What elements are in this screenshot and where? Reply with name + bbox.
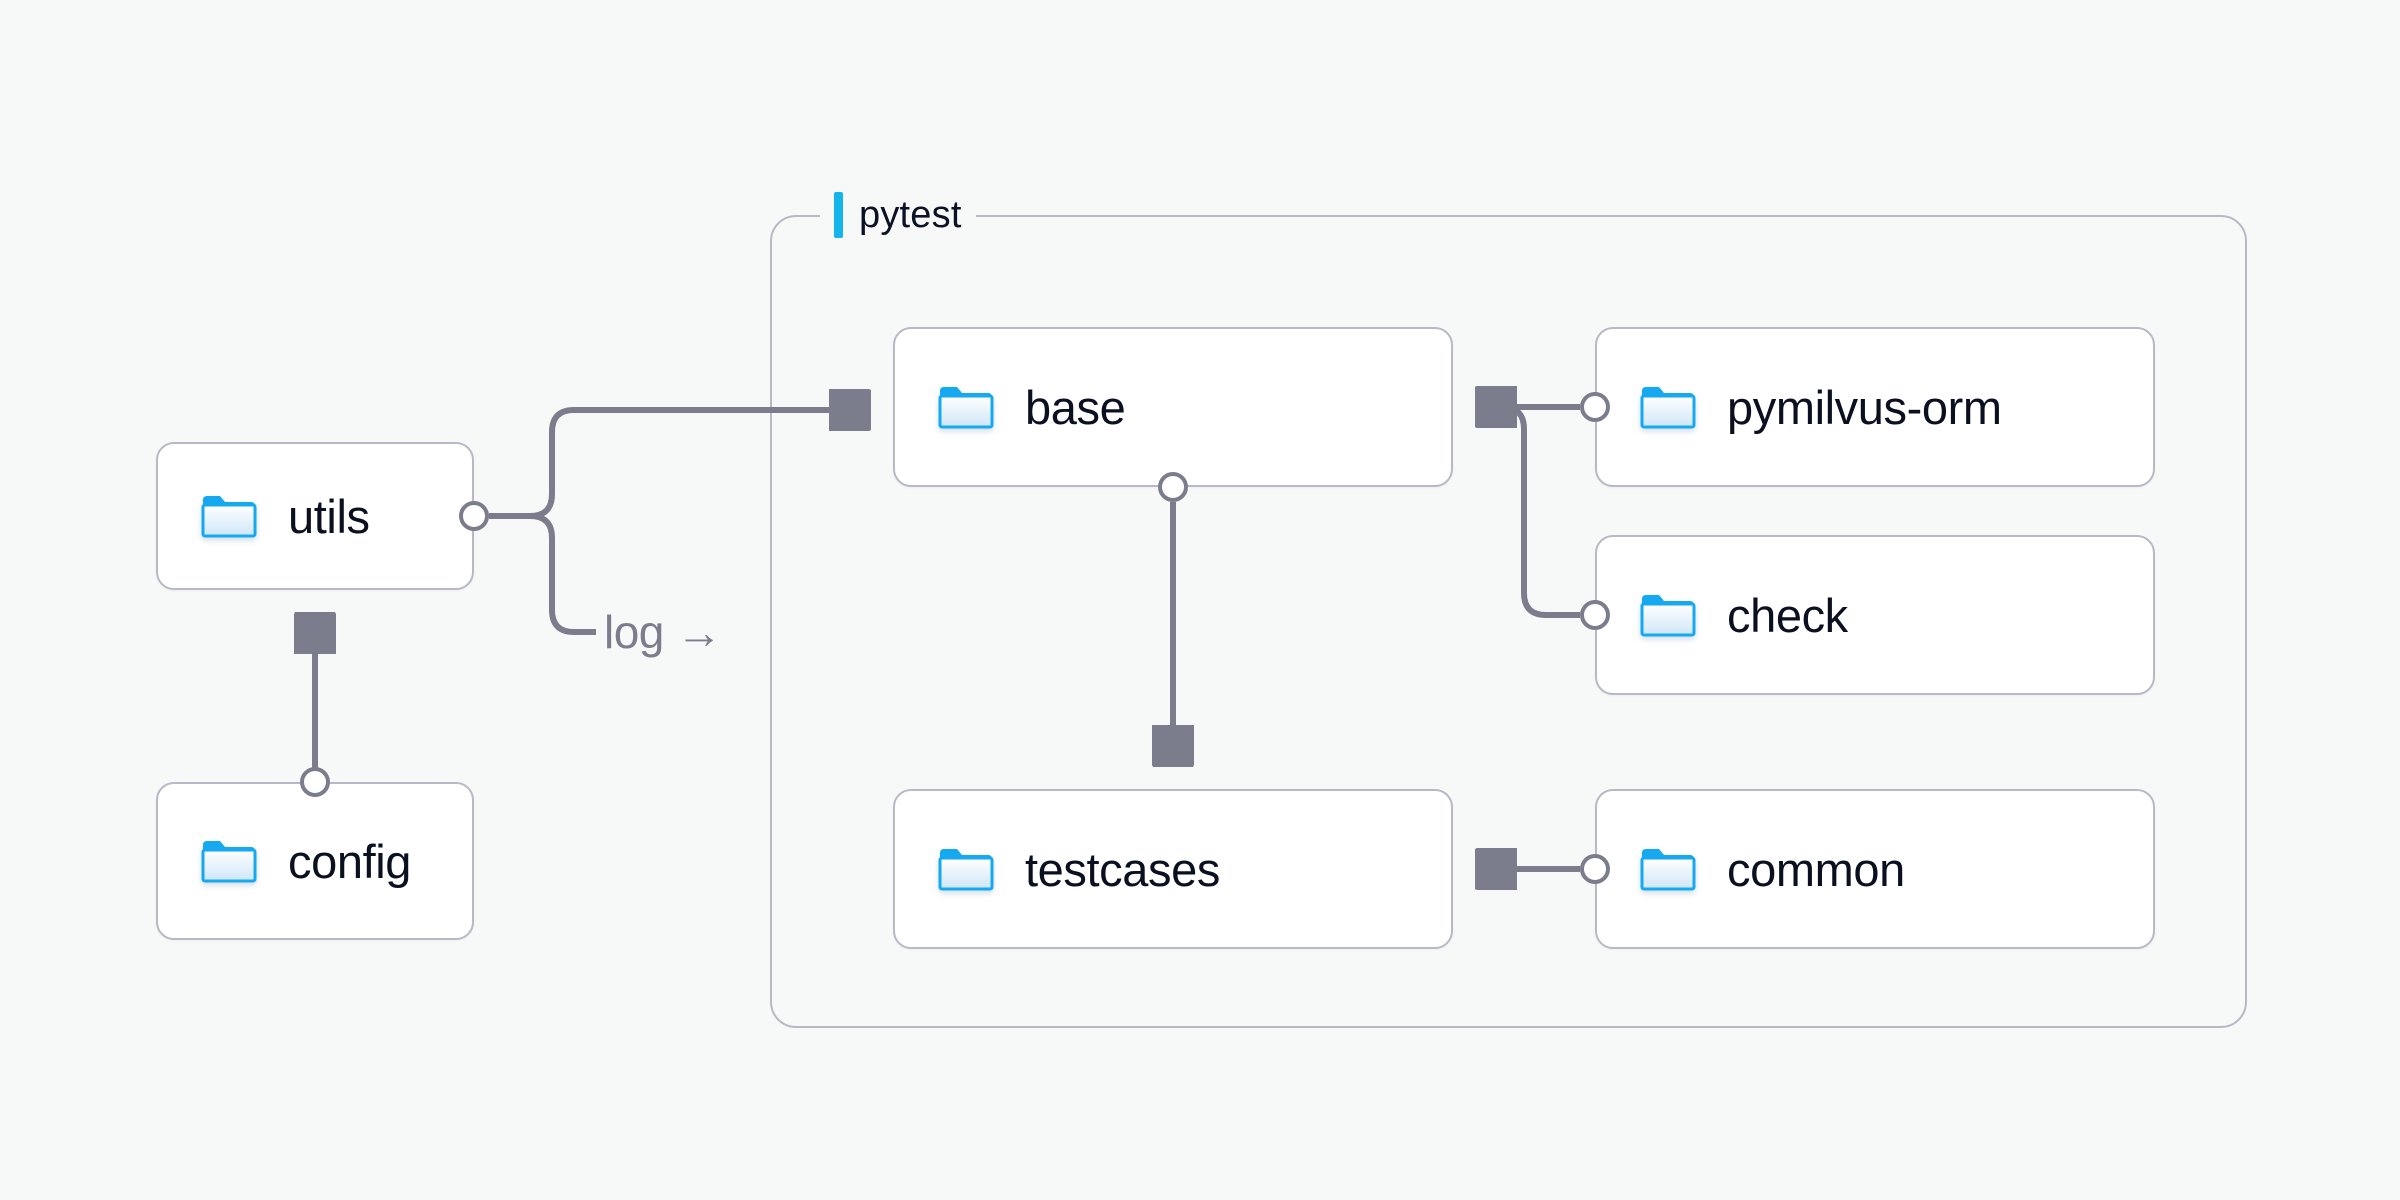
folder-icon xyxy=(1639,384,1697,430)
folder-icon xyxy=(200,493,258,539)
node-label-check: check xyxy=(1727,588,1848,642)
group-container-pytest[interactable] xyxy=(770,215,2247,1028)
node-label-testcases: testcases xyxy=(1025,842,1220,896)
node-config[interactable]: config xyxy=(156,782,474,940)
folder-icon xyxy=(1639,592,1697,638)
folder-icon xyxy=(200,838,258,884)
edge-check-to-base xyxy=(1480,407,1580,618)
folder-icon xyxy=(937,846,995,892)
node-label-utils: utils xyxy=(288,489,370,543)
handle-pymilvus-orm-left[interactable] xyxy=(1580,392,1610,422)
node-label-common: common xyxy=(1727,842,1905,896)
handle-base-bottom[interactable] xyxy=(1158,472,1188,502)
handle-utils-right[interactable] xyxy=(459,501,489,531)
group-title: pytest xyxy=(859,193,962,236)
node-check[interactable]: check xyxy=(1595,535,2155,695)
node-label-base: base xyxy=(1025,380,1126,434)
edge-utils-to-base xyxy=(489,410,866,519)
edge-label-log-arrow-icon: → xyxy=(676,606,722,658)
handle-check-left[interactable] xyxy=(1580,600,1610,630)
folder-icon xyxy=(937,384,995,430)
node-utils[interactable]: utils xyxy=(156,442,474,590)
node-label-pymilvus-orm: pymilvus-orm xyxy=(1727,380,2002,434)
handle-common-left[interactable] xyxy=(1580,854,1610,884)
node-pymilvus-orm[interactable]: pymilvus-orm xyxy=(1595,327,2155,487)
edge-utils-to-log xyxy=(489,513,596,635)
folder-icon xyxy=(1639,846,1697,892)
handle-config-top[interactable] xyxy=(300,767,330,797)
node-common[interactable]: common xyxy=(1595,789,2155,949)
group-label-pytest: pytest xyxy=(820,188,976,242)
node-label-config: config xyxy=(288,834,412,888)
node-testcases[interactable]: testcases xyxy=(893,789,1453,949)
edge-label-log: log → xyxy=(604,605,722,659)
edge-label-log-text: log xyxy=(604,606,664,658)
group-accent-bar xyxy=(834,192,843,238)
